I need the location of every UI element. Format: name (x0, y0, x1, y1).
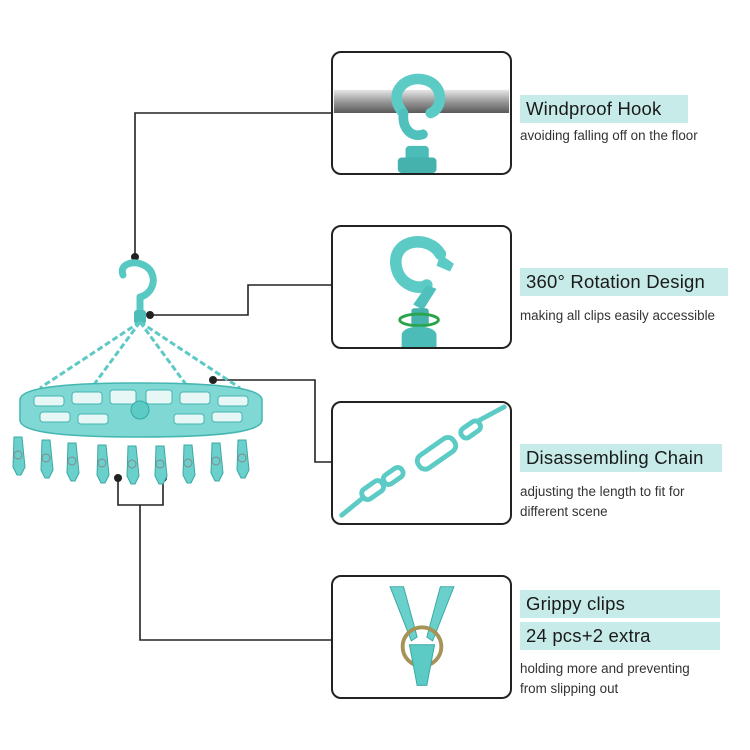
feature-title-chain: Disassembling Chain (520, 444, 722, 472)
rotating-hook-image (390, 236, 454, 347)
connector-dot-hook (131, 253, 139, 261)
feature-desc-chain-line-2: different scene (520, 504, 608, 519)
feature-desc-clips-line-1: holding more and preventing (520, 661, 690, 676)
clip-image (389, 586, 455, 686)
connector-dot-rotation (146, 311, 154, 319)
connector-chain (213, 379, 331, 463)
chain-image (339, 404, 507, 518)
feature-desc-clips: holding more and preventing from slippin… (520, 659, 690, 699)
panel-grippy-clip (331, 575, 512, 699)
connector-dot-chain (209, 376, 217, 384)
feature-desc-windproof-hook: avoiding falling off on the floor (520, 128, 698, 143)
feature-title-rotation: 360° Rotation Design (520, 268, 728, 296)
feature-desc-rotation: making all clips easily accessible (520, 308, 715, 323)
feature-subtitle-clips: 24 pcs+2 extra (520, 622, 720, 650)
hook-on-rod-image (333, 73, 510, 173)
panel-windproof-hook (331, 51, 512, 175)
connector-hook (134, 112, 331, 257)
feature-desc-chain: adjusting the length to fit for differen… (520, 482, 685, 522)
feature-desc-clips-line-2: from slipping out (520, 681, 619, 696)
connector-rotation (150, 284, 331, 316)
panel-chain (331, 401, 512, 525)
feature-title-windproof-hook: Windproof Hook (520, 95, 688, 123)
feature-desc-chain-line-1: adjusting the length to fit for (520, 484, 685, 499)
connector-clips-down (139, 505, 331, 641)
panel-rotation (331, 225, 512, 349)
feature-title-clips: Grippy clips (520, 590, 720, 618)
connector-dot-clip-left (114, 474, 122, 482)
